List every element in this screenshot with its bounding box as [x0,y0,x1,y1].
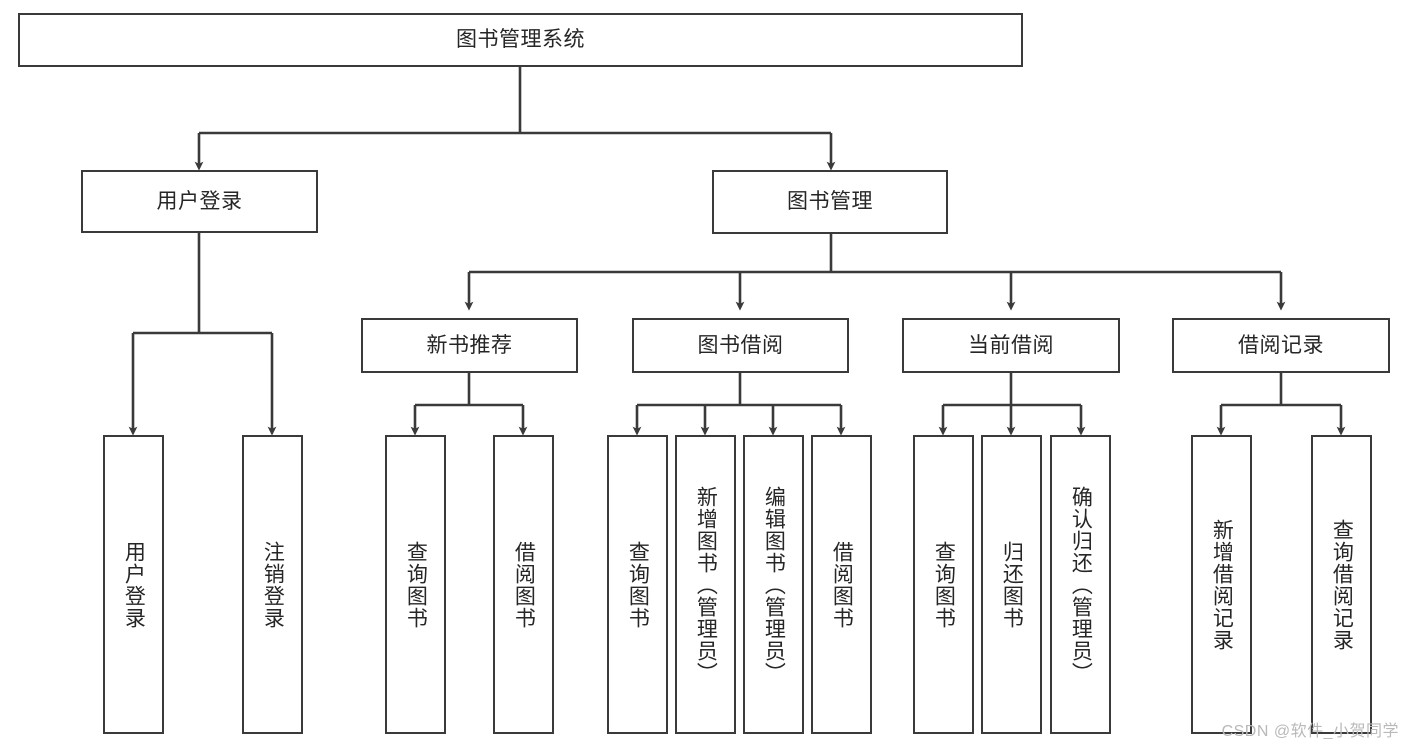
node-label: 查询图书 [626,540,650,629]
node-label: 确认归还（管理员） [1069,485,1093,684]
node-label: 图书借阅 [697,333,784,357]
node-leaf-borrow-books-recommend[interactable]: 借阅图书 [493,435,554,734]
node-label: 查询借阅记录 [1330,518,1354,651]
node-leaf-user-login[interactable]: 用户登录 [103,435,164,734]
node-label: 图书管理系统 [456,28,585,52]
node-label: 用户登录 [122,540,146,629]
node-current-borrowing[interactable]: 当前借阅 [902,318,1120,373]
node-label: 用户登录 [156,189,243,213]
node-label: 注销登录 [261,540,285,629]
node-leaf-query-borrow-record[interactable]: 查询借阅记录 [1311,435,1372,734]
node-leaf-add-borrow-record[interactable]: 新增借阅记录 [1191,435,1252,734]
node-label: 查询图书 [932,540,956,629]
node-leaf-borrow-books[interactable]: 借阅图书 [811,435,872,734]
node-label: 新增借阅记录 [1210,518,1234,651]
node-leaf-query-books[interactable]: 查询图书 [607,435,668,734]
node-leaf-edit-book-admin[interactable]: 编辑图书（管理员） [743,435,804,734]
node-leaf-confirm-return-admin[interactable]: 确认归还（管理员） [1050,435,1111,734]
node-label: 借阅记录 [1238,333,1324,357]
node-borrowing-records[interactable]: 借阅记录 [1172,318,1390,373]
node-label: 借阅图书 [512,540,536,629]
node-leaf-query-books-recommend[interactable]: 查询图书 [385,435,446,734]
node-label: 新书推荐 [426,333,513,357]
node-label: 归还图书 [1000,540,1024,629]
node-label: 借阅图书 [830,540,854,629]
node-leaf-add-book-admin[interactable]: 新增图书（管理员） [675,435,736,734]
node-leaf-logout[interactable]: 注销登录 [242,435,303,734]
node-label: 图书管理 [787,190,873,214]
node-label: 当前借阅 [968,333,1054,357]
node-label: 编辑图书（管理员） [762,485,786,684]
node-label: 新增图书（管理员） [694,485,718,684]
node-root-book-management-system[interactable]: 图书管理系统 [18,13,1023,67]
node-user-login[interactable]: 用户登录 [81,170,318,233]
node-book-management[interactable]: 图书管理 [712,170,948,234]
node-leaf-return-books[interactable]: 归还图书 [981,435,1042,734]
node-new-book-recommendation[interactable]: 新书推荐 [361,318,578,373]
node-book-borrowing[interactable]: 图书借阅 [632,318,849,373]
node-leaf-query-books-current[interactable]: 查询图书 [913,435,974,734]
node-label: 查询图书 [404,540,428,629]
